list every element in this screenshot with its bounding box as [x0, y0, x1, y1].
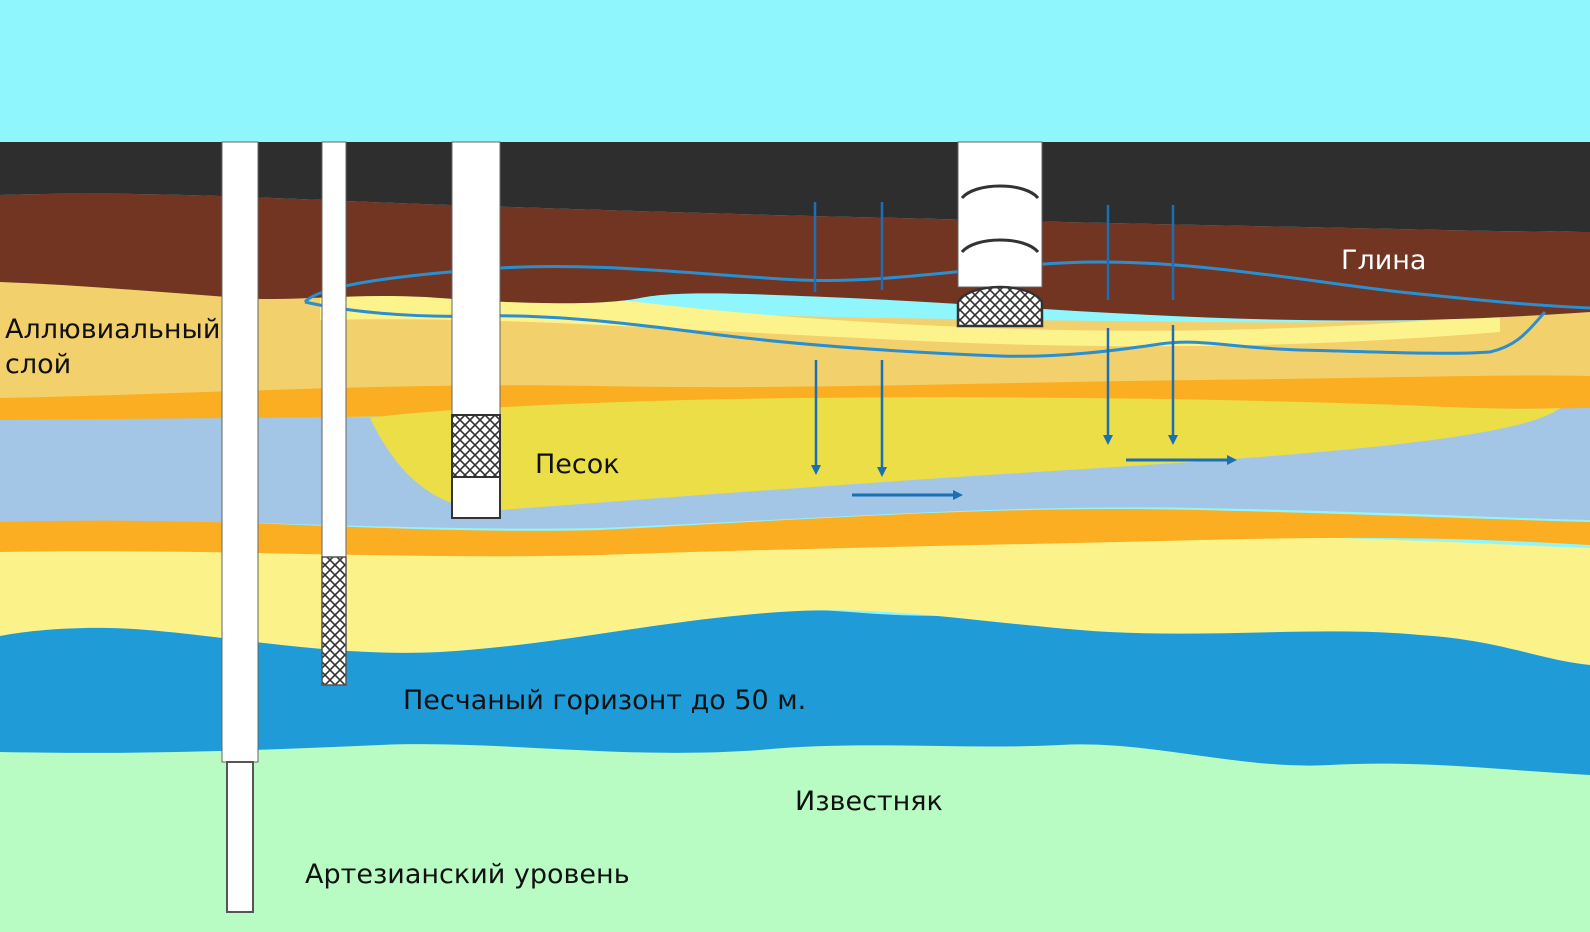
artesian-well-pipe	[221, 141, 259, 763]
shallow-well-sump	[451, 476, 501, 519]
sand-label: Песок	[535, 449, 620, 480]
artesian-well-extension	[226, 761, 254, 913]
dug-well-ring-1	[960, 184, 1040, 200]
shallow-well-pipe	[451, 141, 501, 416]
dug-well-ring-2	[960, 238, 1040, 254]
limestone-label: Известняк	[795, 786, 943, 817]
lower-orange-band	[0, 509, 1590, 557]
artesian-label: Артезианский уровень	[305, 859, 630, 890]
sand-well-pipe	[321, 141, 347, 558]
clay-layer	[0, 193, 1590, 321]
pale-yellow-layer	[0, 531, 1590, 665]
clay-label: Глина	[1341, 245, 1427, 276]
sky-layer	[0, 0, 1590, 142]
alluvial-label-line1: Аллювиальный	[5, 314, 221, 345]
dug-well-shaft	[957, 141, 1043, 288]
topsoil-layer	[0, 142, 1590, 232]
shallow-well-filter	[451, 414, 501, 478]
sand-lens	[370, 397, 1560, 511]
sandy-horizon-label: Песчаный горизонт до 50 м.	[403, 685, 807, 716]
dug-well-filter	[956, 285, 1044, 328]
alluvial-label-line2: слой	[5, 349, 72, 380]
sand-well-filter	[321, 556, 347, 686]
